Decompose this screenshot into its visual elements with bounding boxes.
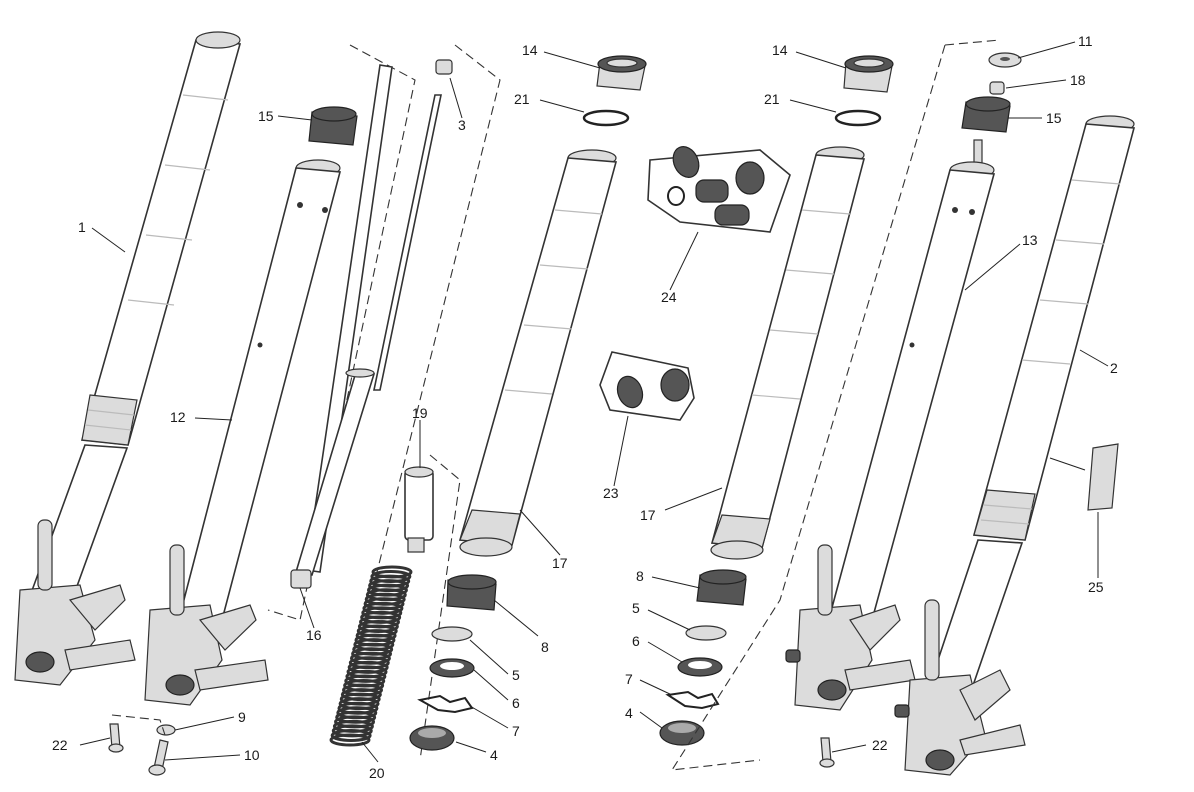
callout-22-right: 22 xyxy=(872,737,888,753)
top-bushing-left xyxy=(308,106,358,146)
callout-12: 12 xyxy=(170,409,186,425)
callout-4-right: 4 xyxy=(625,705,633,721)
washer-middle xyxy=(431,626,473,642)
lower-bushing-right xyxy=(696,569,747,606)
callout-3: 3 xyxy=(458,117,466,133)
callout-22-left: 22 xyxy=(52,737,68,753)
callout-14-right: 14 xyxy=(772,42,788,58)
callout-8-right: 8 xyxy=(636,568,644,584)
callout-2: 2 xyxy=(1110,360,1118,376)
callout-4-middle: 4 xyxy=(490,747,498,763)
sticker-25 xyxy=(1087,443,1119,511)
fork-inner-tube-right xyxy=(828,139,996,621)
seal-kit-bag-24 xyxy=(647,146,791,233)
callout-7-middle: 7 xyxy=(512,723,520,739)
seal-middle xyxy=(429,658,475,678)
callout-20: 20 xyxy=(369,765,385,781)
fork-leg-bottom-right xyxy=(894,599,1026,776)
dashed-group-cartridge xyxy=(267,44,416,621)
callout-9: 9 xyxy=(238,709,246,725)
callout-labels: 1 2 3 4 4 5 5 6 6 7 7 8 8 9 10 11 12 13 … xyxy=(52,33,1118,781)
fork-outer-tube-middle xyxy=(458,149,618,557)
callout-21-middle: 21 xyxy=(514,91,530,107)
top-cap-middle xyxy=(596,55,647,91)
callout-23: 23 xyxy=(603,485,619,501)
callout-10: 10 xyxy=(244,747,260,763)
fork-spring xyxy=(329,565,413,747)
top-cap-right xyxy=(843,55,894,93)
callout-8-middle: 8 xyxy=(541,639,549,655)
bolt-10 xyxy=(148,739,169,776)
callout-21-right: 21 xyxy=(764,91,780,107)
callout-5-middle: 5 xyxy=(512,667,520,683)
seal-right xyxy=(677,657,723,677)
callout-15-left: 15 xyxy=(258,108,274,124)
o-ring-middle xyxy=(582,109,630,127)
clip-right xyxy=(665,690,720,710)
callout-5-right: 5 xyxy=(632,600,640,616)
screw-22-right xyxy=(819,737,835,768)
washer-right xyxy=(685,625,727,641)
callout-15-right: 15 xyxy=(1046,110,1062,126)
o-ring-right xyxy=(834,109,882,127)
callout-17-right: 17 xyxy=(640,507,656,523)
callout-19: 19 xyxy=(412,405,428,421)
fork-leg-bottom-left xyxy=(14,519,136,686)
nut-18 xyxy=(989,81,1005,95)
callout-7-right: 7 xyxy=(625,671,633,687)
callout-1: 1 xyxy=(78,219,86,235)
fork-outer-tube-right-middle xyxy=(710,146,866,560)
callout-13: 13 xyxy=(1022,232,1038,248)
top-bushing-right xyxy=(961,96,1011,133)
fork-leg-bottom-inner xyxy=(144,544,269,706)
callout-17-middle: 17 xyxy=(552,555,568,571)
dashed-fasteners xyxy=(111,714,166,736)
screw-22-left xyxy=(108,723,124,753)
fork-leg-bottom-right-inner xyxy=(785,544,916,711)
clip-middle xyxy=(417,694,474,714)
callout-14-middle: 14 xyxy=(522,42,538,58)
spring-spacer-tube xyxy=(404,466,434,553)
leader-lines xyxy=(79,41,1109,763)
callout-6-middle: 6 xyxy=(512,695,520,711)
callout-11: 11 xyxy=(1078,33,1093,49)
callout-6-right: 6 xyxy=(632,633,640,649)
washer-9 xyxy=(156,724,176,736)
dust-seal-right xyxy=(659,720,705,746)
callout-24: 24 xyxy=(661,289,677,305)
top-washer-11 xyxy=(988,52,1022,68)
dashed-group-right xyxy=(670,39,1001,771)
callout-16: 16 xyxy=(306,627,322,643)
seal-kit-bag-23 xyxy=(599,351,695,421)
callout-25: 25 xyxy=(1088,579,1104,595)
callout-18: 18 xyxy=(1070,72,1086,88)
dashed-group-rod xyxy=(334,44,501,741)
damper-rod xyxy=(373,59,453,391)
damping-cartridge xyxy=(290,64,393,589)
dust-seal-middle xyxy=(409,725,455,751)
lower-bushing-middle xyxy=(446,574,497,611)
